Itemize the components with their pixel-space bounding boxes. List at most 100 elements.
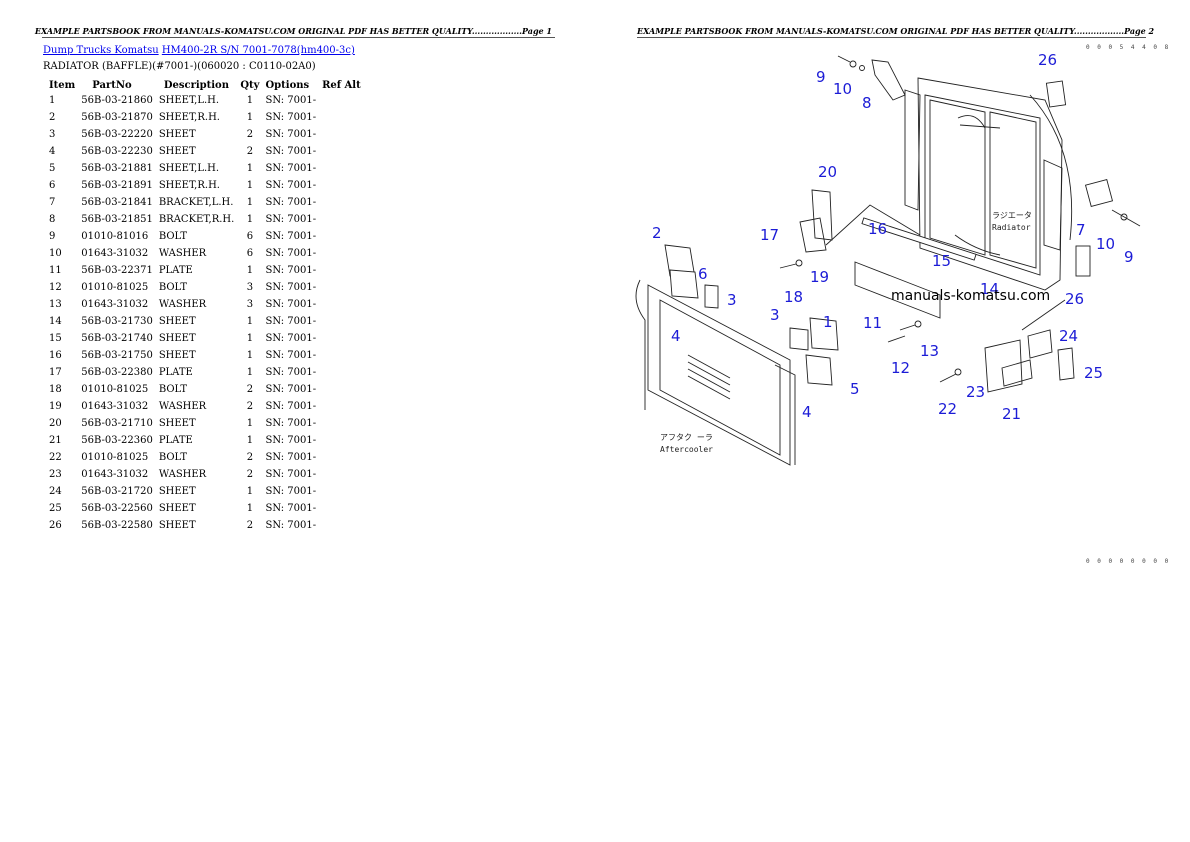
cell-options: SN: 7001- [265, 520, 317, 531]
cell-qty: 1 [246, 316, 254, 327]
cell-partno: 56B-03-21851 [81, 214, 153, 225]
cell-partno: 01010-81025 [81, 452, 149, 463]
callout-3b: 3 [770, 306, 780, 324]
cell-item: 4 [49, 146, 56, 157]
callout-4b: 4 [802, 403, 812, 421]
callout-20: 20 [818, 163, 837, 181]
callout-8: 8 [862, 94, 872, 112]
cell-qty: 1 [246, 112, 254, 123]
cell-qty: 2 [246, 469, 254, 480]
cell-item: 14 [49, 316, 62, 327]
cell-partno: 56B-03-22360 [81, 435, 153, 446]
callout-16: 16 [868, 220, 887, 238]
callout-12: 12 [891, 359, 910, 377]
col-header-qty: Qty [240, 79, 260, 91]
cell-item: 23 [49, 469, 62, 480]
page-banner: EXAMPLE PARTSBOOK FROM MANUALS-KOMATSU.C… [34, 26, 552, 36]
callout-1: 1 [823, 313, 833, 331]
cell-options: SN: 7001- [265, 129, 317, 140]
callout-26: 26 [1038, 51, 1057, 69]
page-banner: EXAMPLE PARTSBOOK FROM MANUALS-KOMATSU.C… [637, 26, 1155, 36]
cell-description: WASHER [158, 299, 207, 310]
col-header-partno: PartNo [92, 79, 132, 91]
upper-bracket-drawing [837, 55, 1141, 277]
page-1: EXAMPLE PARTSBOOK FROM MANUALS-KOMATSU.C… [34, 26, 555, 531]
page-2: EXAMPLE PARTSBOOK FROM MANUALS-KOMATSU.C… [595, 0, 1190, 842]
cell-description: SHEET [158, 146, 196, 157]
cell-item: 9 [49, 231, 56, 242]
cell-item: 8 [49, 214, 56, 225]
cell-partno: 01643-31032 [81, 299, 149, 310]
cell-description: SHEET [158, 350, 196, 361]
cell-qty: 2 [246, 401, 254, 412]
cell-partno: 56B-03-21740 [81, 333, 153, 344]
cell-description: WASHER [158, 469, 207, 480]
cell-partno: 56B-03-21720 [81, 486, 153, 497]
cell-qty: 3 [246, 299, 254, 310]
cell-options: SN: 7001- [265, 282, 317, 293]
callout-9: 9 [816, 68, 826, 86]
cell-qty: 3 [246, 282, 254, 293]
callout-10: 10 [833, 80, 852, 98]
callout-5: 5 [850, 380, 860, 398]
cell-description: SHEET [158, 333, 196, 344]
aftercooler-label-jp: アフタク ーラ [660, 433, 713, 442]
cell-description: BRACKET,L.H. [158, 197, 234, 208]
callout-3: 3 [727, 291, 737, 309]
diagram-code-bottom: 0 0 0 0 0 0 0 0 [1086, 558, 1171, 565]
callout-7: 7 [1076, 221, 1086, 239]
breadcrumb-link-model[interactable]: HM400-2R S/N 7001-7078(hm400-3c) [161, 45, 355, 56]
cell-description: BOLT [158, 452, 188, 463]
cell-partno: 56B-03-21891 [81, 180, 153, 191]
cell-options: SN: 7001- [265, 486, 317, 497]
callout-21: 21 [1002, 405, 1021, 423]
cell-item: 12 [49, 282, 62, 293]
cell-partno: 56B-03-22580 [81, 520, 153, 531]
callout-13: 13 [920, 342, 939, 360]
cell-qty: 1 [246, 163, 254, 174]
cell-options: SN: 7001- [265, 469, 317, 480]
cell-description: PLATE [158, 367, 193, 378]
cell-partno: 56B-03-21881 [81, 163, 153, 174]
cell-partno: 01643-31032 [81, 469, 149, 480]
col-header-options: Options [265, 79, 310, 91]
callout-9b: 9 [1124, 248, 1134, 266]
cell-qty: 2 [246, 520, 254, 531]
cell-partno: 56B-03-21710 [81, 418, 153, 429]
callout-4: 4 [671, 327, 681, 345]
breadcrumb-link-dump-trucks[interactable]: Dump Trucks Komatsu [43, 45, 159, 56]
cell-options: SN: 7001- [265, 333, 317, 344]
cell-options: SN: 7001- [265, 401, 317, 412]
aftercooler-drawing [635, 244, 839, 466]
cell-description: BOLT [158, 282, 188, 293]
cell-description: SHEET,R.H. [158, 112, 220, 123]
cell-description: BOLT [158, 231, 188, 242]
cell-options: SN: 7001- [265, 197, 317, 208]
radiator-label-jp: ラジエータ [992, 211, 1032, 220]
cell-description: SHEET,L.H. [158, 163, 220, 174]
cell-options: SN: 7001- [265, 214, 317, 225]
callout-25: 25 [1084, 364, 1103, 382]
cell-options: SN: 7001- [265, 112, 317, 123]
cell-qty: 1 [246, 95, 254, 106]
callout-6: 6 [698, 265, 708, 283]
cell-options: SN: 7001- [265, 435, 317, 446]
cell-item: 17 [49, 367, 62, 378]
cell-description: SHEET [158, 129, 196, 140]
cell-item: 25 [49, 503, 62, 514]
cell-options: SN: 7001- [265, 180, 317, 191]
